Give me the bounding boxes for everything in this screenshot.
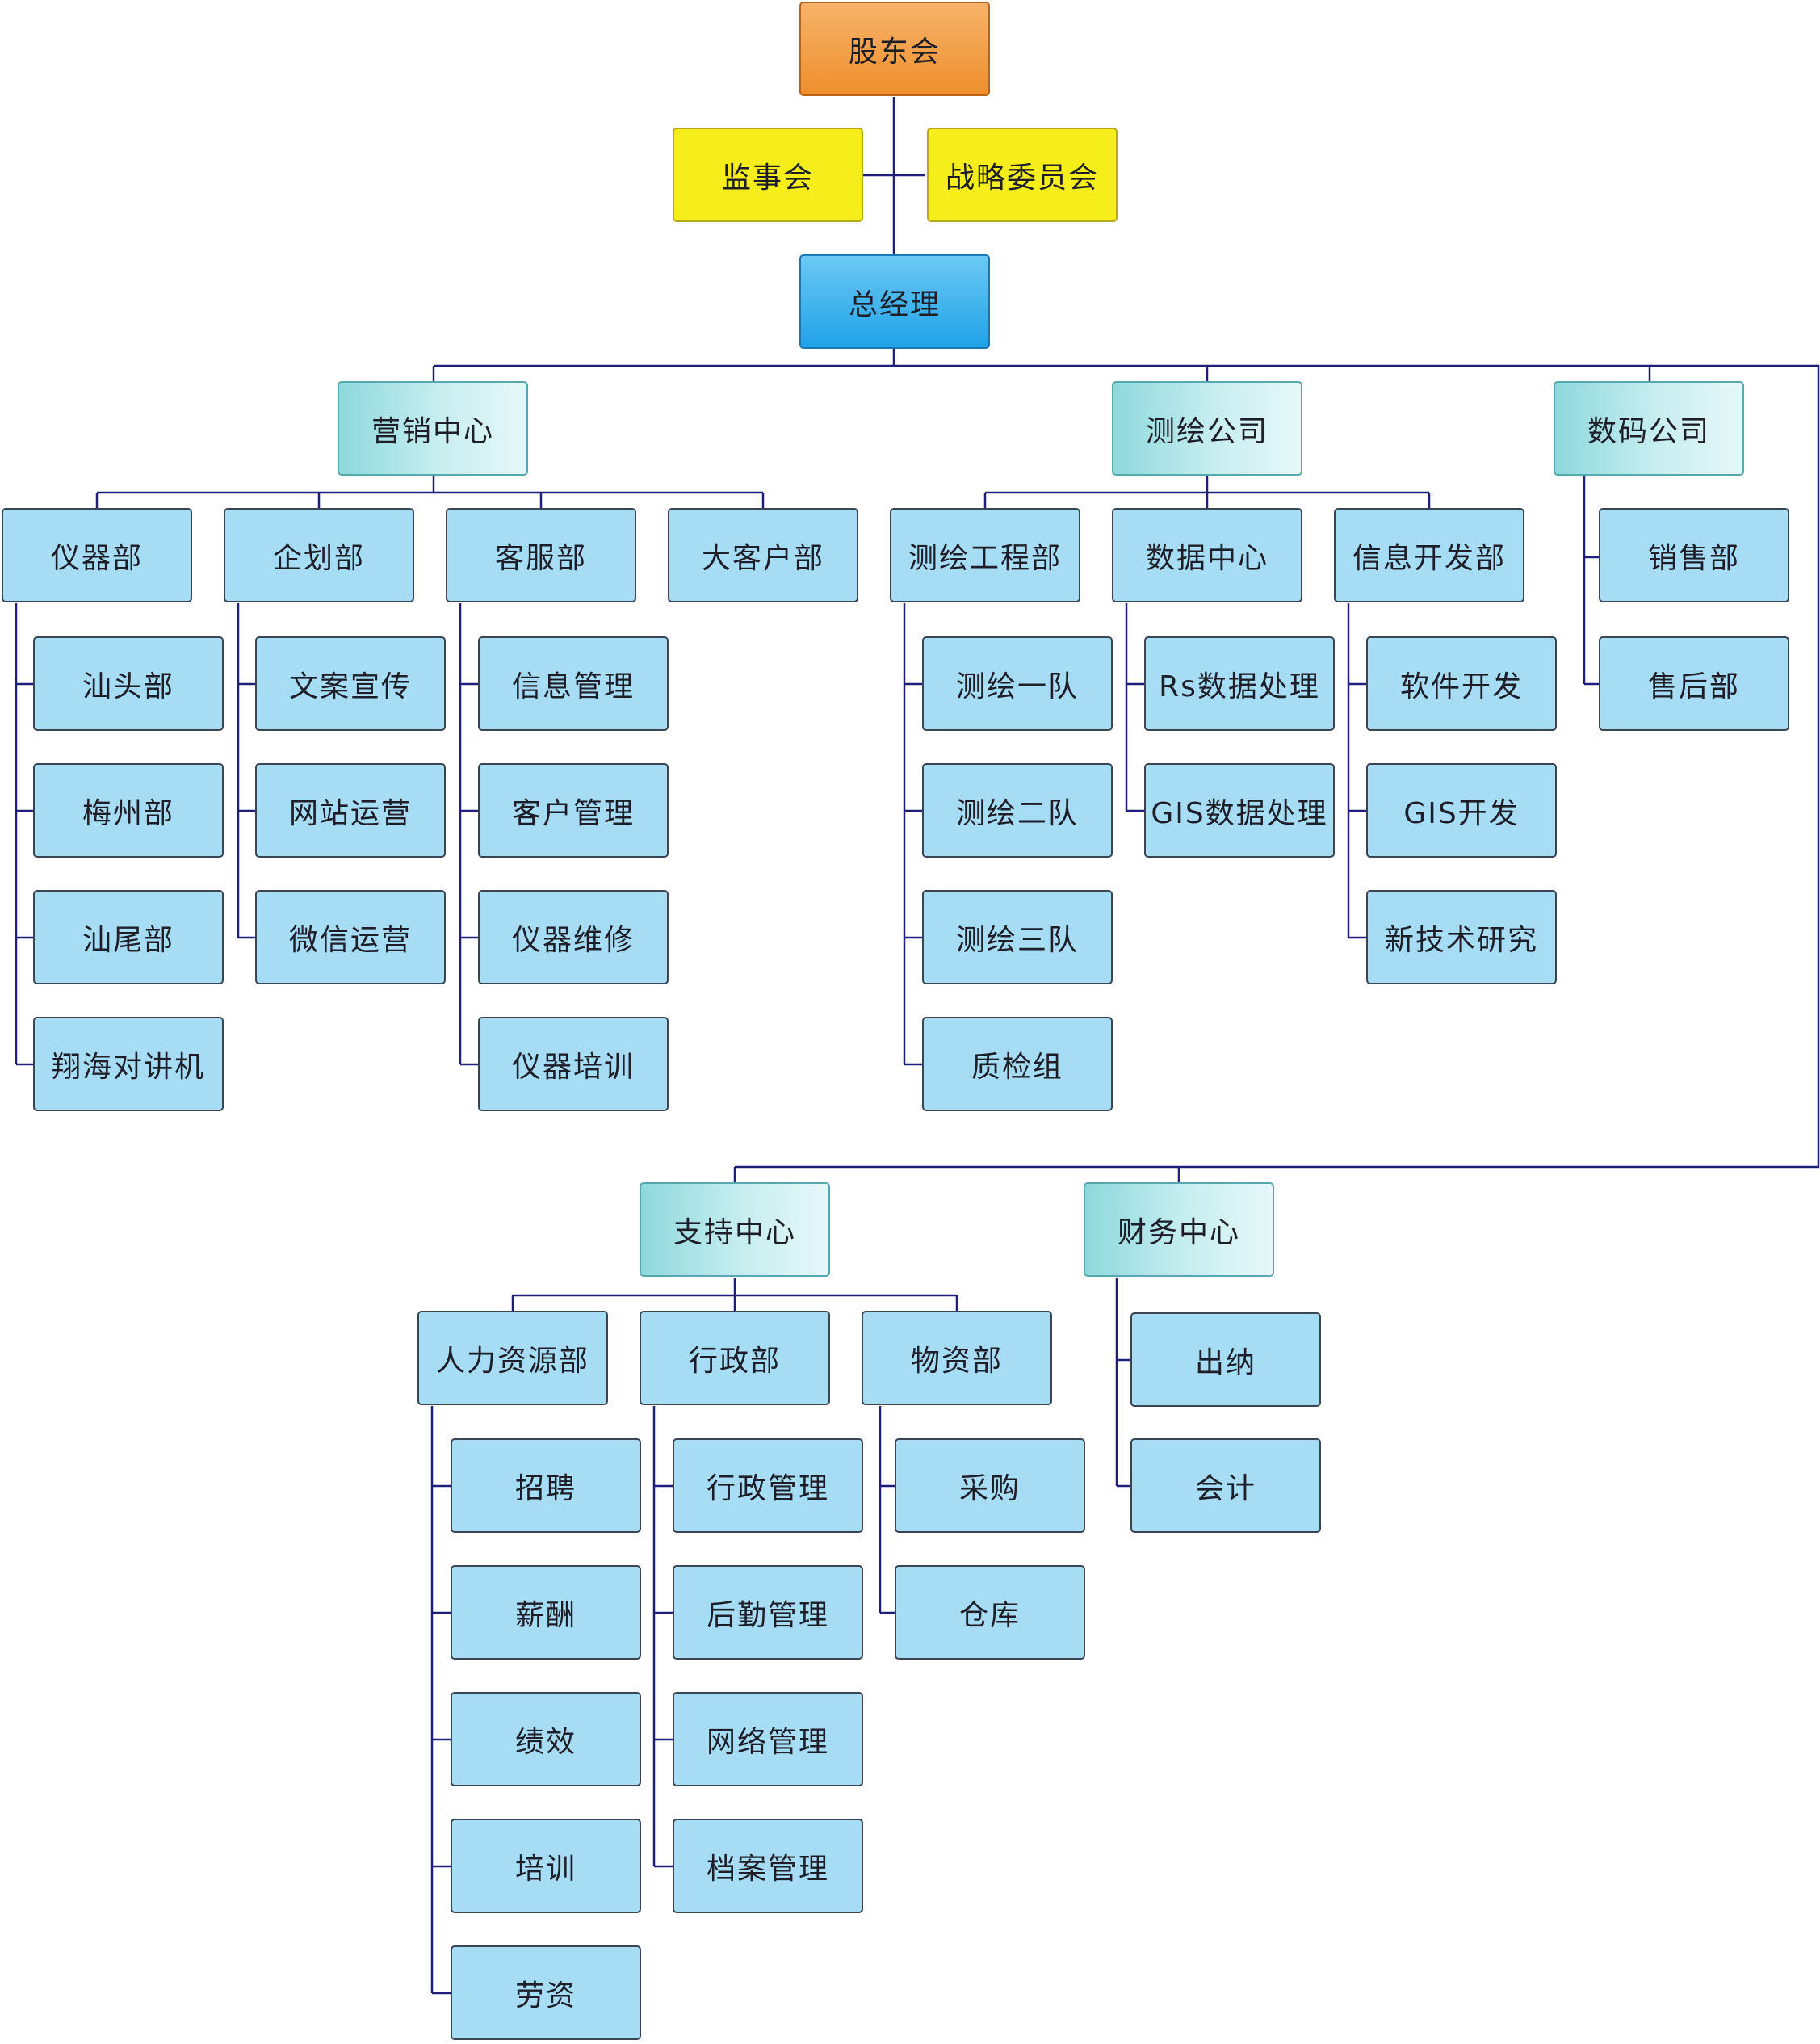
hr-item: 培训 <box>451 1819 641 1913</box>
dept-materials: 物资部 <box>862 1311 1052 1405</box>
digital-item: 销售部 <box>1599 508 1789 602</box>
info-dev-item: 新技术研究 <box>1366 890 1557 984</box>
general-manager-box: 总经理 <box>799 254 990 349</box>
planning-item: 文案宣传 <box>255 636 446 731</box>
dept-key-account: 大客户部 <box>668 508 858 602</box>
service-item: 仪器培训 <box>478 1017 669 1111</box>
data-center-item: GIS数据处理 <box>1144 763 1335 858</box>
instrument-item: 翔海对讲机 <box>33 1017 224 1111</box>
dept-data-center: 数据中心 <box>1112 508 1302 602</box>
instrument-item: 汕头部 <box>33 636 224 731</box>
finance-center-box: 财务中心 <box>1084 1182 1274 1277</box>
engineering-item: 测绘一队 <box>922 636 1113 731</box>
strategy-committee-box: 战略委员会 <box>927 128 1118 222</box>
engineering-item: 测绘二队 <box>922 763 1113 858</box>
engineering-item: 测绘三队 <box>922 890 1113 984</box>
admin-item: 行政管理 <box>673 1438 863 1533</box>
hr-item: 薪酬 <box>451 1565 641 1660</box>
support-center-box: 支持中心 <box>640 1182 830 1277</box>
info-dev-item: GIS开发 <box>1366 763 1557 858</box>
digital-company-box: 数码公司 <box>1554 381 1744 476</box>
instrument-item: 梅州部 <box>33 763 224 858</box>
service-item: 客户管理 <box>478 763 669 858</box>
service-item: 仪器维修 <box>478 890 669 984</box>
hr-item: 招聘 <box>451 1438 641 1533</box>
engineering-item: 质检组 <box>922 1017 1113 1111</box>
dept-hr: 人力资源部 <box>417 1311 608 1405</box>
materials-item: 仓库 <box>895 1565 1085 1660</box>
service-item: 信息管理 <box>478 636 669 731</box>
dept-info-dev: 信息开发部 <box>1334 508 1524 602</box>
hr-item: 绩效 <box>451 1692 641 1786</box>
dept-admin: 行政部 <box>640 1311 830 1405</box>
planning-item: 网站运营 <box>255 763 446 858</box>
marketing-center-box: 营销中心 <box>338 381 528 476</box>
supervisors-box: 监事会 <box>673 128 863 222</box>
materials-item: 采购 <box>895 1438 1085 1533</box>
dept-service: 客服部 <box>446 508 636 602</box>
instrument-item: 汕尾部 <box>33 890 224 984</box>
admin-item: 网络管理 <box>673 1692 863 1786</box>
hr-item: 劳资 <box>451 1945 641 2040</box>
shareholders-box: 股东会 <box>799 2 990 96</box>
dept-survey-engineering: 测绘工程部 <box>890 508 1080 602</box>
dept-instrument: 仪器部 <box>2 508 192 602</box>
planning-item: 微信运营 <box>255 890 446 984</box>
admin-item: 档案管理 <box>673 1819 863 1913</box>
dept-planning: 企划部 <box>224 508 414 602</box>
finance-item: 会计 <box>1130 1438 1321 1533</box>
digital-item: 售后部 <box>1599 636 1789 731</box>
data-center-item: Rs数据处理 <box>1144 636 1335 731</box>
survey-company-box: 测绘公司 <box>1112 381 1302 476</box>
info-dev-item: 软件开发 <box>1366 636 1557 731</box>
finance-item: 出纳 <box>1130 1312 1321 1407</box>
admin-item: 后勤管理 <box>673 1565 863 1660</box>
